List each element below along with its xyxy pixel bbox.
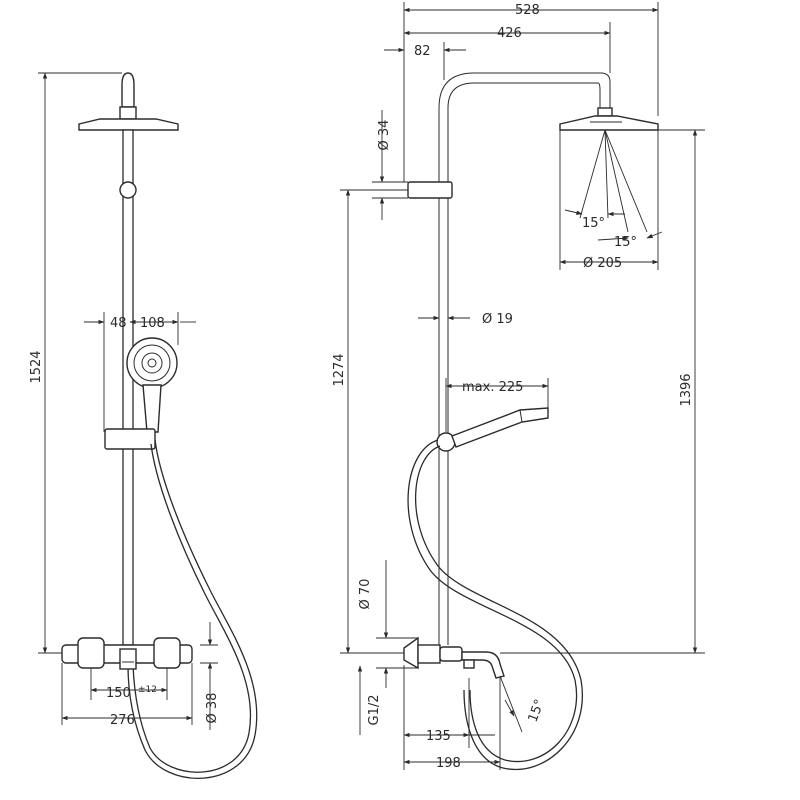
- label-1274: 1274: [332, 353, 347, 386]
- label-dia-34: Ø 34: [377, 120, 392, 151]
- dim-dia-34: Ø 34: [372, 110, 408, 220]
- front-view: 1524 48 108 150 ±12 276: [29, 72, 258, 779]
- dim-spacing-150: 150 ±12: [90, 668, 168, 701]
- pipe-joint-front: [119, 181, 137, 199]
- label-15-a: 15°: [582, 216, 605, 231]
- shower-holder-front: [104, 428, 156, 450]
- hose-front: [127, 439, 258, 779]
- hose-side: [407, 439, 578, 763]
- label-dia-70: Ø 70: [358, 579, 373, 610]
- label-max-225: max. 225: [462, 380, 523, 395]
- label-198: 198: [436, 756, 461, 771]
- overhead-shower-front: [78, 72, 179, 131]
- label-1524: 1524: [29, 350, 44, 383]
- label-dia-38: Ø 38: [205, 693, 220, 724]
- dim-angle-15-b: 15°: [597, 231, 663, 250]
- dim-dia-38: Ø 38: [200, 622, 220, 730]
- shower-arm-side: [438, 72, 659, 645]
- dim-length-198: 198: [403, 678, 501, 771]
- dim-dia-205: Ø 205: [559, 130, 659, 271]
- dim-height-1524: 1524: [29, 72, 122, 654]
- label-dia-205: Ø 205: [583, 256, 622, 271]
- hand-shower-side: [436, 407, 549, 452]
- dim-width-426: 426: [403, 22, 611, 73]
- spray-cone: [579, 129, 648, 233]
- dim-max-225: max. 225: [445, 378, 549, 432]
- hose-front-inner: [132, 443, 252, 773]
- dim-width-528: 528: [403, 2, 659, 182]
- riser-pipe-front: [122, 129, 134, 646]
- label-150: 150: [106, 686, 131, 701]
- dim-dia-19: Ø 19: [418, 312, 513, 327]
- label-426: 426: [497, 26, 522, 41]
- dim-offset-82: 82: [384, 42, 466, 80]
- label-108: 108: [140, 316, 165, 331]
- label-tolerance: ±12: [138, 685, 157, 695]
- dim-height-1396: 1396: [500, 129, 705, 654]
- wall-bracket-side: [407, 181, 453, 199]
- dim-angle-15-a: 15°: [564, 209, 625, 231]
- dim-dia-70: Ø 70: [358, 560, 418, 688]
- hand-shower-front: [126, 337, 178, 433]
- dim-angle-spout: 15°: [499, 675, 548, 733]
- dim-offset-48-108: 48 108: [84, 312, 196, 432]
- label-82: 82: [414, 44, 431, 59]
- label-135: 135: [426, 729, 451, 744]
- mixer-side: [403, 636, 505, 679]
- hose-side-inner: [414, 445, 583, 771]
- label-276: 276: [110, 713, 135, 728]
- side-view: 528 426 82 Ø 34 15°: [332, 2, 705, 771]
- label-528: 528: [515, 3, 540, 18]
- dim-height-1274: 1274: [332, 189, 408, 654]
- label-15-b: 15°: [614, 235, 637, 250]
- label-g12: G1/2: [367, 695, 382, 726]
- label-48: 48: [110, 316, 127, 331]
- dim-length-135: 135: [403, 665, 495, 770]
- dim-width-276: 276: [61, 663, 193, 728]
- label-angle-spout: 15°: [526, 697, 548, 724]
- label-1396: 1396: [679, 373, 694, 406]
- dim-thread: G1/2: [357, 652, 404, 735]
- label-dia-19: Ø 19: [482, 312, 513, 327]
